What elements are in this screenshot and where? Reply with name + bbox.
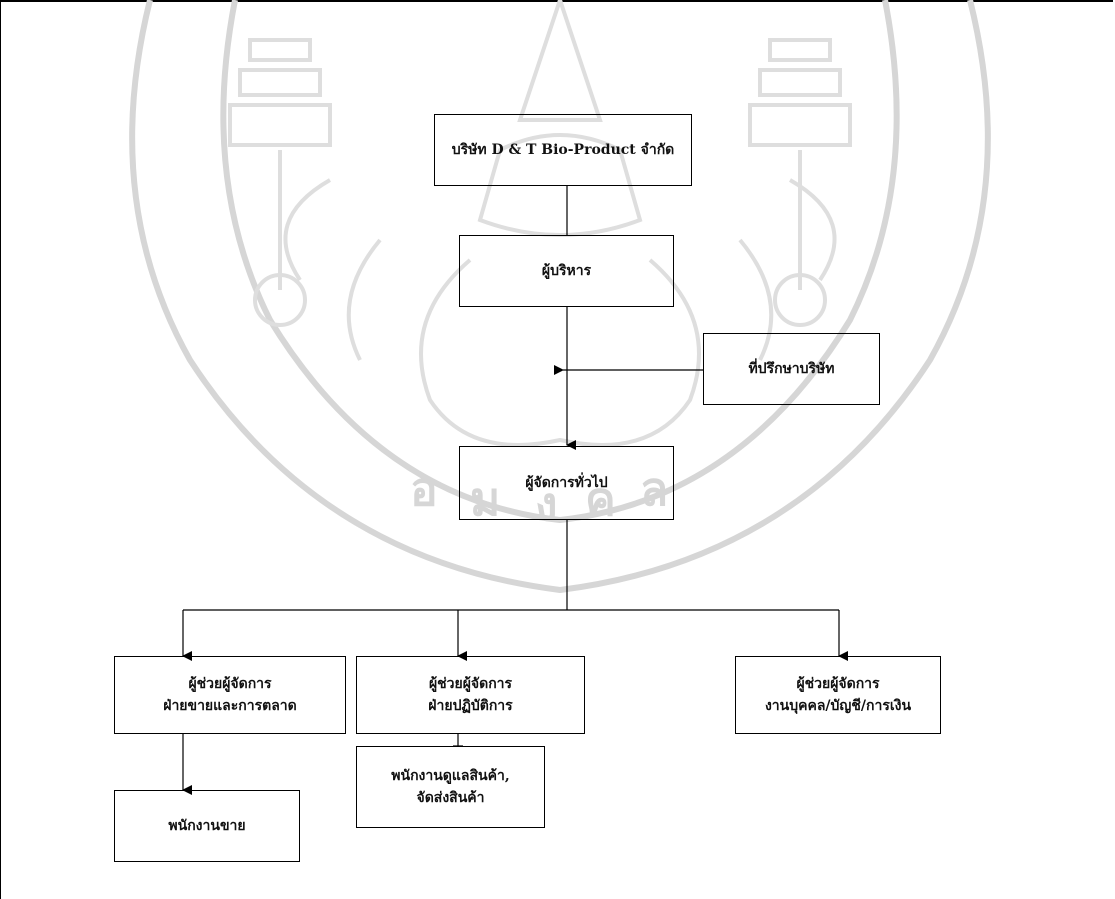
svg-text:ค: ค: [585, 472, 616, 526]
general-manager-box: ผู้จัดการทั่วไป: [459, 446, 674, 520]
warehouse-staff-line2: จัดส่งสินค้า: [416, 790, 485, 806]
company-name: บริษัท D & T Bio-Product จำกัด: [451, 142, 675, 158]
sales-marketing-title: ผู้ช่วยผู้จัดการ: [188, 676, 272, 692]
executive-label: ผู้บริหาร: [541, 263, 592, 279]
warehouse-staff-line1: พนักงานดูแลสินค้า,: [391, 768, 510, 784]
hr-finance-dept: งานบุคคล/บัญชี/การเงิน: [764, 698, 912, 714]
svg-text:ล: ล: [640, 462, 668, 516]
university-seal-watermark: อ ม ง ค ล: [129, 0, 991, 594]
svg-text:อ: อ: [410, 462, 438, 516]
sales-staff-box: พนักงานขาย: [114, 790, 300, 862]
sales-marketing-dept: ฝ่ายขายและการตลาด: [163, 698, 297, 714]
svg-text:ม: ม: [470, 472, 500, 526]
sales-marketing-box: ผู้ช่วยผู้จัดการ ฝ่ายขายและการตลาด: [114, 656, 346, 734]
general-manager-label: ผู้จัดการทั่วไป: [525, 475, 608, 491]
advisor-label: ที่ปรึกษาบริษัท: [748, 361, 835, 377]
hr-finance-box: ผู้ช่วยผู้จัดการ งานบุคคล/บัญชี/การเงิน: [735, 656, 941, 734]
operations-dept: ฝ่ายปฏิบัติการ: [428, 698, 513, 714]
operations-title: ผู้ช่วยผู้จัดการ: [428, 676, 513, 692]
advisor-box: ที่ปรึกษาบริษัท: [703, 333, 880, 405]
company-box: บริษัท D & T Bio-Product จำกัด: [434, 114, 692, 186]
svg-text:ง: ง: [535, 477, 557, 531]
executive-box: ผู้บริหาร: [459, 235, 674, 307]
operations-box: ผู้ช่วยผู้จัดการ ฝ่ายปฏิบัติการ: [356, 656, 585, 734]
hr-finance-title: ผู้ช่วยผู้จัดการ: [796, 676, 880, 692]
warehouse-staff-box: พนักงานดูแลสินค้า, จัดส่งสินค้า: [356, 746, 545, 828]
sales-staff-label: พนักงานขาย: [168, 818, 246, 834]
